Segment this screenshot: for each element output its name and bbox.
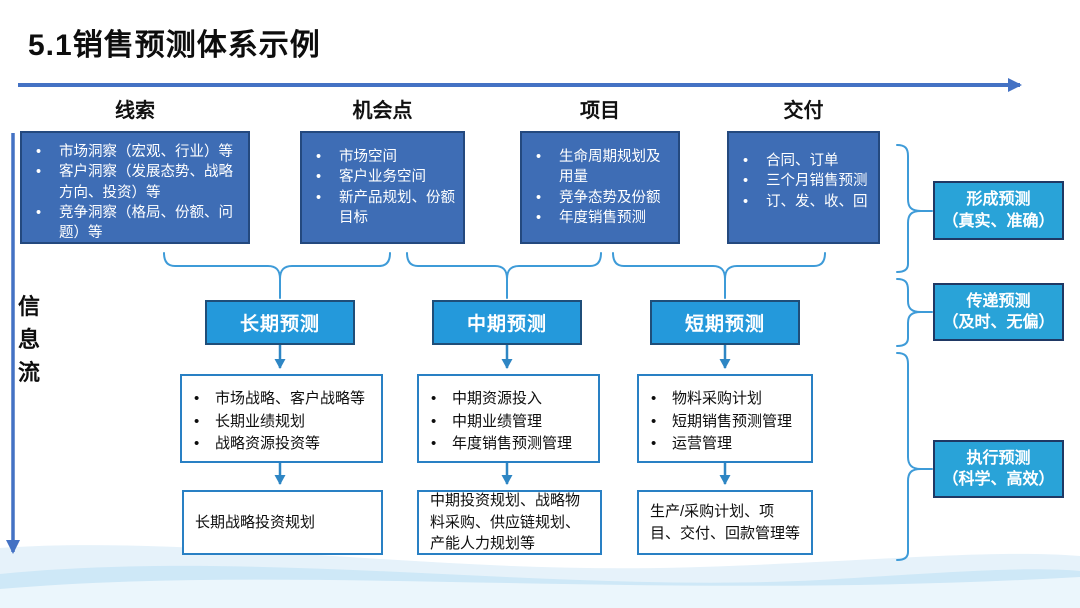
mid-term-tasks-box: 中期资源投入 中期业绩管理 年度销售预测管理 [417,374,600,463]
stage-execute-forecast-box: 执行预测 （科学、高效） [933,440,1064,498]
grouping-braces [163,252,826,299]
mid-term-forecast-box: 中期预测 [432,300,582,345]
stage-form-forecast-box: 形成预测 （真实、准确） [933,181,1064,240]
bullet-item: 年度销售预测 [522,208,674,229]
mid-term-output-box: 中期投资规划、战略物料采购、供应链规划、产能人力规划等 [417,490,602,555]
bullet-item: 运营管理 [639,433,807,456]
bullet-item: 市场空间 [302,147,459,168]
project-box: 生命周期规划及用量 竞争态势及份额 年度销售预测 [520,131,680,244]
short-term-tasks-box: 物料采购计划 短期销售预测管理 运营管理 [637,374,813,463]
bullet-item: 物料采购计划 [639,388,807,411]
long-term-output-box: 长期战略投资规划 [182,490,383,555]
stage-title: 执行预测 [966,449,1031,467]
opportunity-box: 市场空间 客户业务空间 新产品规划、份额目标 [300,131,465,244]
column-header-leads: 线索 [115,100,155,122]
info-flow-label: 信息流 [18,294,41,385]
stage-qualities: （真实、准确） [942,212,1055,230]
bullet-item: 年度销售预测管理 [419,433,594,456]
bullet-item: 竞争洞察（格局、份额、问题）等 [22,203,244,244]
short-term-output-box: 生产/采购计划、项目、交付、回款管理等 [637,490,813,555]
bullet-item: 客户洞察（发展态势、战略方向、投资）等 [22,162,244,203]
leads-box: 市场洞察（宏观、行业）等 客户洞察（发展态势、战略方向、投资）等 竞争洞察（格局… [20,131,250,244]
bullet-item: 短期销售预测管理 [639,411,807,434]
bullet-item: 竞争态势及份额 [522,188,674,209]
bullet-item: 中期资源投入 [419,388,594,411]
bullet-item: 订、发、收、回 [729,192,874,213]
stage-title: 传递预测 [966,292,1031,310]
long-term-tasks-box: 市场战略、客户战略等 长期业绩规划 战略资源投资等 [180,374,383,463]
page-title: 5.1销售预测体系示例 [28,29,321,62]
bullet-item: 合同、订单 [729,151,874,172]
stage-qualities: （科学、高效） [942,471,1055,488]
bullet-item: 客户业务空间 [302,167,459,188]
bullet-item: 三个月销售预测 [729,171,874,192]
delivery-box: 合同、订单 三个月销售预测 订、发、收、回 [727,131,880,244]
stage-qualities: （及时、无偏） [942,314,1055,331]
bullet-item: 战略资源投资等 [182,433,377,456]
bullet-item: 市场战略、客户战略等 [182,388,377,411]
short-term-forecast-box: 短期预测 [650,300,800,345]
column-header-delivery: 交付 [783,100,824,122]
column-header-opportunity: 机会点 [352,100,413,122]
bullet-item: 中期业绩管理 [419,411,594,434]
long-term-forecast-box: 长期预测 [205,300,355,345]
stage-title: 形成预测 [966,191,1031,209]
bullet-item: 长期业绩规划 [182,411,377,434]
stage-transfer-forecast-box: 传递预测 （及时、无偏） [933,283,1064,341]
bullet-item: 新产品规划、份额目标 [302,188,459,229]
bullet-item: 生命周期规划及用量 [522,147,674,188]
stage-braces [896,144,933,561]
column-header-project: 项目 [580,100,620,122]
bullet-item: 市场洞察（宏观、行业）等 [22,142,244,163]
